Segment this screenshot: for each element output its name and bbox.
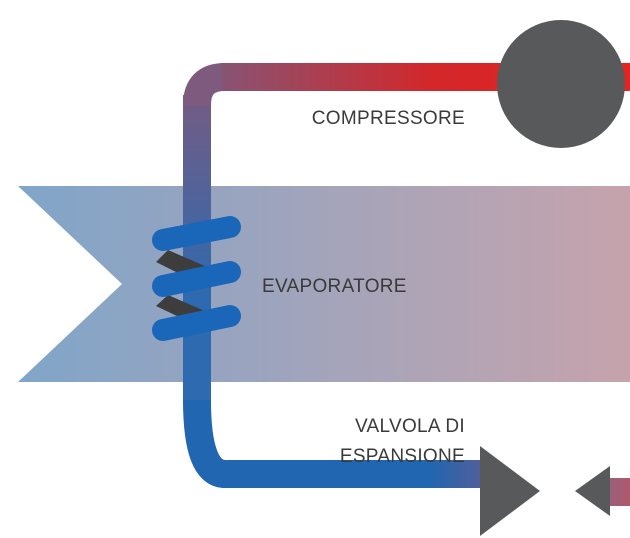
evaporator-coil-icon <box>152 216 241 341</box>
bottom-left-pipe-corner <box>183 399 227 488</box>
top-left-pipe-corner <box>183 63 226 106</box>
bottom-pipe <box>222 460 494 488</box>
compressor-icon <box>497 20 625 148</box>
valve-label-line2: ESPANSIONE <box>340 446 465 467</box>
valve-label-line1: VALVOLA DI <box>355 416 465 437</box>
left-pipe <box>183 95 211 405</box>
expansion-valve-icon <box>480 446 630 536</box>
compressor-label: COMPRESSORE <box>312 108 465 129</box>
evaporator-label: EVAPORATORE <box>262 276 407 297</box>
